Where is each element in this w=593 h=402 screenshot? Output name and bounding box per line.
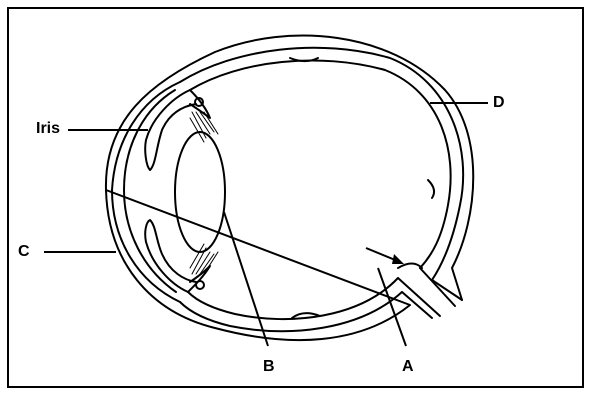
lens (174, 131, 226, 253)
retina (187, 59, 452, 321)
choroid (179, 46, 465, 333)
label-d: D (493, 94, 505, 111)
retina-notch-bottom (291, 312, 321, 319)
optic-nerve-mid (419, 267, 456, 307)
label-c: C (18, 243, 30, 260)
optic-nerve-top (431, 279, 463, 301)
b-leader-line (223, 211, 269, 347)
retina-notch-right (427, 179, 436, 199)
ciliary-bottom (187, 265, 211, 293)
optic-nerve-bottom (397, 277, 441, 317)
ligament-top (189, 111, 219, 143)
a-arrow-head (392, 254, 404, 264)
optic-nerve-low (401, 291, 433, 319)
ciliary-bottom-dot (195, 280, 205, 290)
a-leader-line (377, 267, 407, 347)
diagram-frame (7, 7, 584, 388)
ciliary-top-dot (194, 97, 204, 107)
ligament-bottom (189, 243, 219, 275)
cornea-inner (123, 89, 177, 293)
label-iris: Iris (36, 120, 61, 137)
optic-disc (397, 262, 423, 269)
iris-lower (144, 219, 197, 293)
label-a: A (402, 358, 414, 375)
cornea-outer (111, 81, 181, 303)
iris-upper (144, 89, 197, 171)
label-b: B (263, 358, 275, 375)
retina-notch-top (289, 57, 319, 62)
sclera-outer (104, 34, 475, 342)
